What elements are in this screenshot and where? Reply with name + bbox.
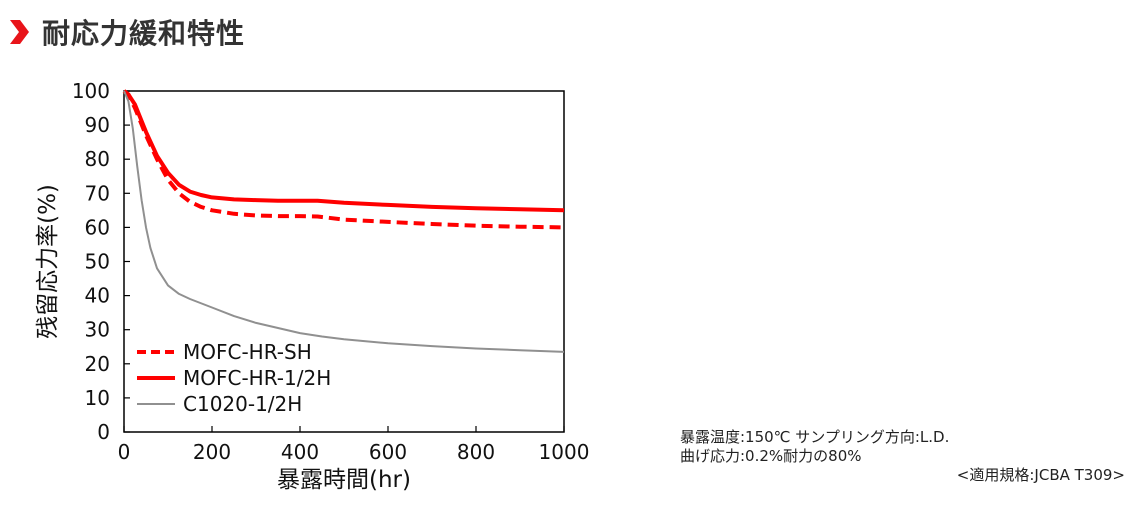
page-title: 耐応力緩和特性 — [42, 17, 246, 50]
chevron-right-icon — [10, 20, 29, 44]
y-tick-label: 70 — [85, 181, 110, 205]
exposure-condition-note: 暴露温度:150℃ サンプリング方向:L.D. — [680, 428, 950, 446]
y-tick-label: 30 — [85, 318, 110, 342]
y-axis-label: 残留応力率(%) — [35, 184, 61, 339]
x-tick-label: 600 — [369, 440, 407, 464]
series-line-2 — [123, 90, 565, 353]
chart-series — [122, 89, 565, 353]
y-tick-label: 60 — [85, 215, 110, 239]
y-tick-label: 50 — [85, 250, 110, 274]
legend-label-0: MOFC-HR-SH — [183, 340, 312, 364]
test-conditions: 暴露温度:150℃ サンプリング方向:L.D. 曲げ応力:0.2%耐力の80% … — [680, 428, 1125, 485]
x-tick-label: 400 — [281, 440, 319, 464]
standard-note: <適用規格:JCBA T309> — [956, 466, 1125, 484]
x-tick-label: 200 — [193, 440, 231, 464]
y-tick-label: 100 — [72, 79, 110, 103]
bending-stress-note: 曲げ応力:0.2%耐力の80% — [680, 447, 862, 465]
y-tick-label: 20 — [85, 352, 110, 376]
legend-label-2: C1020-1/2H — [183, 392, 302, 416]
y-tick-label: 90 — [85, 113, 110, 137]
series-line-1 — [122, 89, 565, 213]
x-tick-label: 0 — [118, 440, 131, 464]
y-tick-label: 80 — [85, 147, 110, 171]
legend-label-1: MOFC-HR-1/2H — [183, 366, 331, 390]
x-tick-label: 1000 — [539, 440, 590, 464]
section-header: 耐応力緩和特性 — [8, 12, 245, 52]
y-tick-label: 0 — [97, 420, 110, 444]
x-axis-label: 暴露時間(hr) — [277, 467, 411, 493]
x-tick-label: 800 — [457, 440, 495, 464]
y-tick-label: 10 — [85, 386, 110, 410]
y-tick-label: 40 — [85, 284, 110, 308]
